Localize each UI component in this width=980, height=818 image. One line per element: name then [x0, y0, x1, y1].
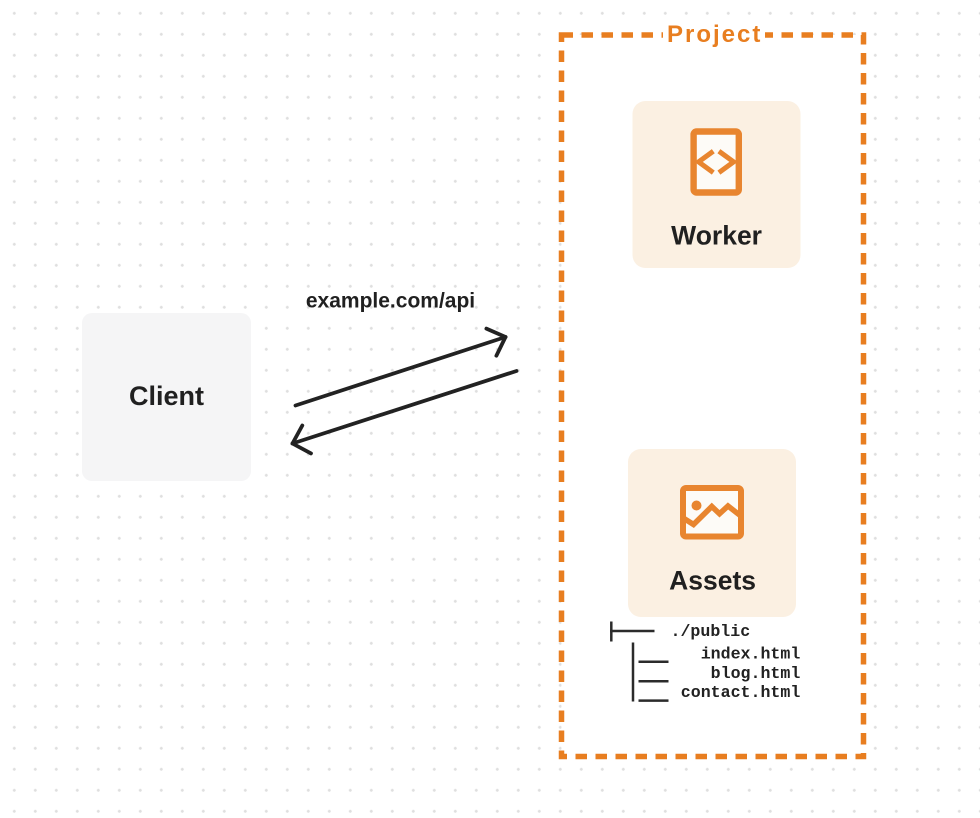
- svg-text:contact.html: contact.html: [681, 683, 801, 702]
- svg-text:Worker: Worker: [671, 220, 762, 250]
- svg-text:index.html: index.html: [701, 645, 801, 664]
- svg-text:./public: ./public: [671, 622, 751, 641]
- svg-text:Client: Client: [129, 381, 204, 411]
- svg-text:blog.html: blog.html: [711, 664, 801, 683]
- svg-text:Assets: Assets: [669, 565, 756, 595]
- svg-text:example.com/api: example.com/api: [306, 290, 475, 313]
- svg-text:Project: Project: [667, 21, 762, 48]
